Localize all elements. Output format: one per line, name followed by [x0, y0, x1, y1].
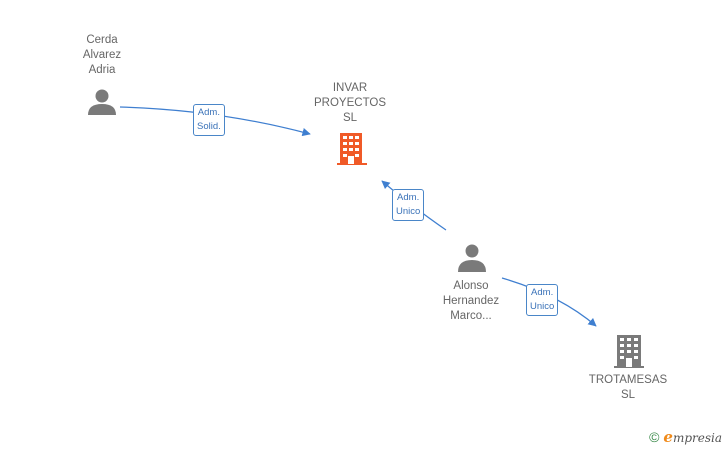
node-label-invar: INVAR PROYECTOS SL — [314, 82, 386, 124]
node-label-trotamesas: TROTAMESAS SL — [588, 374, 668, 401]
person-icon[interactable] — [88, 89, 116, 116]
brand-logo: empresia — [663, 428, 722, 446]
person-icon[interactable] — [458, 244, 486, 273]
building-icon[interactable] — [614, 335, 644, 368]
node-label-cerda: Cerda Alvarez Adria — [82, 34, 122, 76]
edge-label-alonso-invar: Adm. Unico — [392, 189, 425, 221]
footer-brand[interactable]: © empresia — [649, 428, 722, 446]
edge-label-cerda-invar: Adm. Solid. — [193, 104, 225, 136]
copyright-icon: © — [649, 429, 660, 445]
edge-label-alonso-trotamesas: Adm. Unico — [526, 284, 559, 316]
building-icon[interactable] — [337, 133, 367, 165]
node-label-alonso: Alonso Hernandez Marco... — [442, 280, 500, 322]
